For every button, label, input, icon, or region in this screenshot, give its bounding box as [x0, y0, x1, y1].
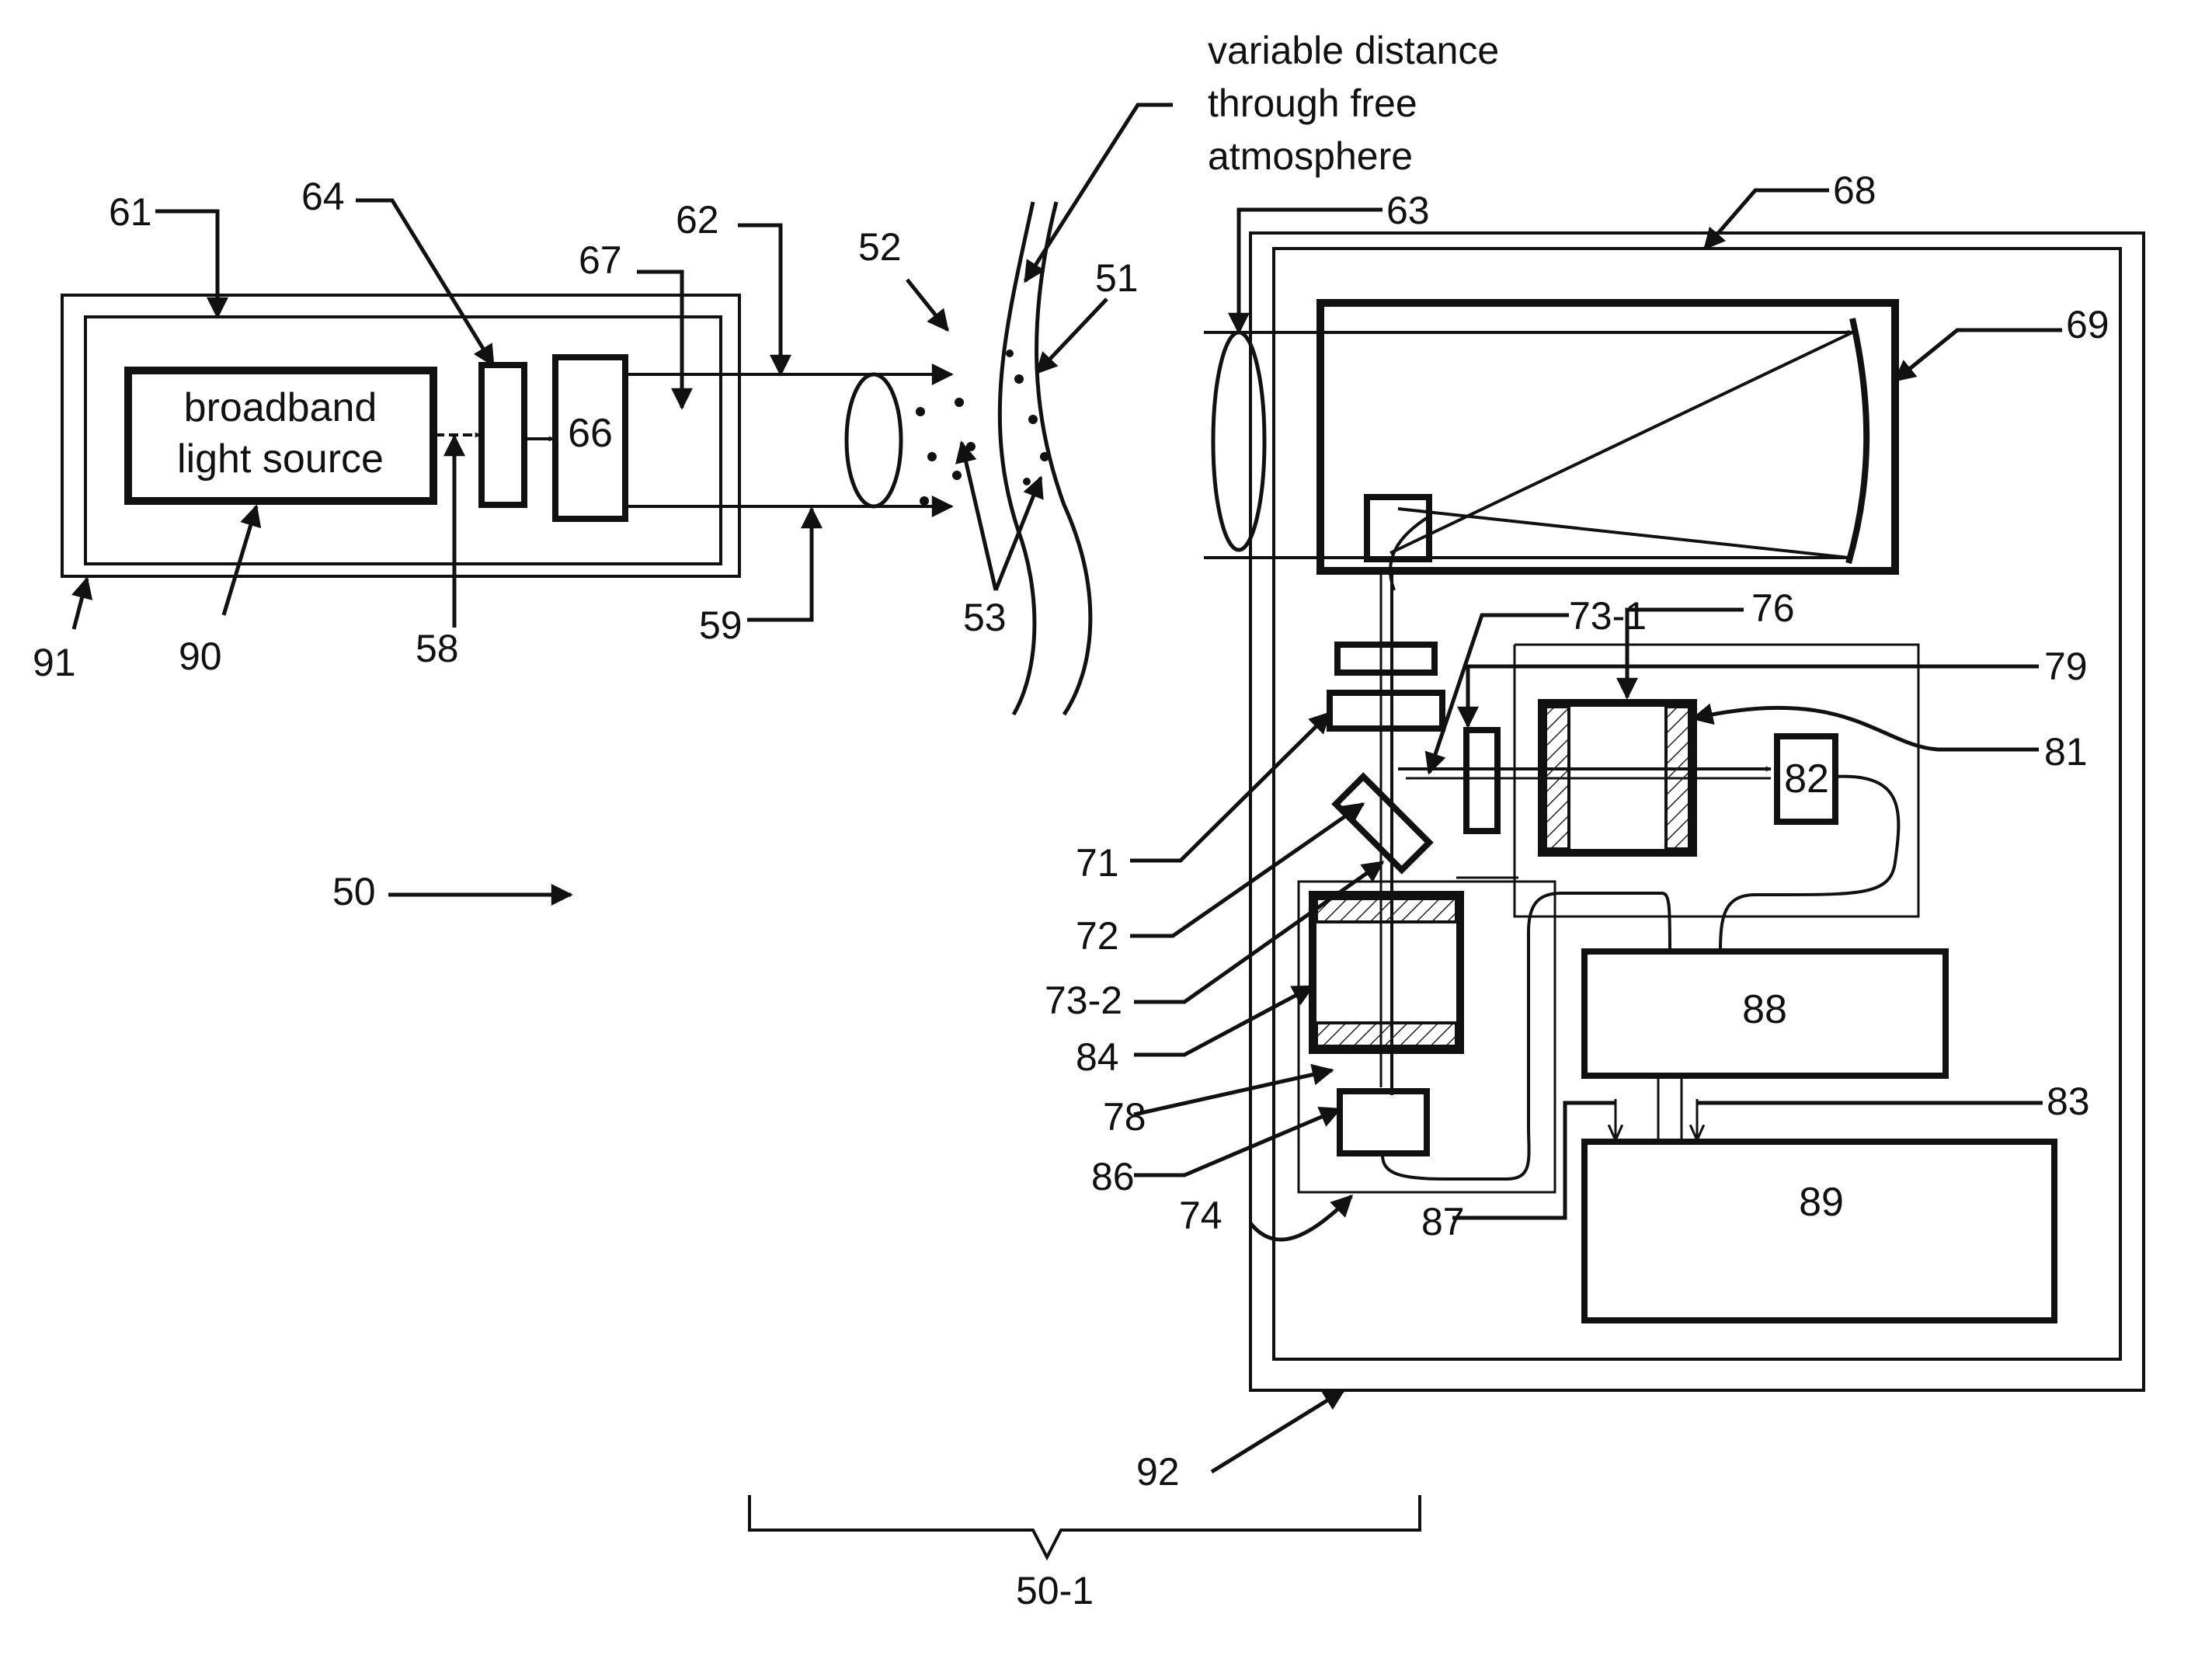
label-91: 91 — [33, 641, 76, 684]
label-88: 88 — [1742, 987, 1787, 1032]
label-61: 61 — [109, 190, 152, 234]
leader-68 — [1705, 190, 1829, 249]
label-84: 84 — [1076, 1035, 1119, 1079]
atmosphere-label-line1: variable distance — [1208, 29, 1499, 72]
label-66: 66 — [568, 411, 613, 456]
element-64 — [482, 365, 524, 505]
transmit-lens — [847, 374, 901, 506]
label-71: 71 — [1076, 841, 1119, 885]
leader-53a — [962, 443, 996, 590]
label-63: 63 — [1386, 189, 1430, 232]
leader-69 — [1895, 330, 2062, 381]
label-76: 76 — [1751, 586, 1795, 630]
light-source-label-line1: broadband — [184, 385, 377, 430]
label-74: 74 — [1179, 1194, 1223, 1237]
label-50-1: 50-1 — [1016, 1569, 1094, 1612]
etalon-84 — [1313, 895, 1460, 1050]
label-73-2: 73-2 — [1045, 979, 1122, 1022]
label-86: 86 — [1091, 1155, 1135, 1198]
label-78: 78 — [1103, 1095, 1146, 1139]
label-50: 50 — [332, 870, 376, 913]
transmitter-enclosure-91 — [62, 295, 739, 576]
label-51: 51 — [1095, 256, 1139, 300]
label-81: 81 — [2044, 730, 2088, 774]
label-72: 72 — [1076, 914, 1119, 958]
leader-92 — [1212, 1390, 1344, 1472]
beamsplitter-72 — [1336, 777, 1429, 870]
label-87: 87 — [1421, 1200, 1465, 1243]
ray-reflect-top — [1390, 332, 1852, 553]
atmosphere-label-line2: through free — [1208, 82, 1417, 125]
label-92: 92 — [1136, 1450, 1180, 1494]
leader-lines — [74, 105, 2062, 1472]
leader-atmosphere — [1025, 105, 1173, 281]
primary-mirror — [1849, 318, 1866, 563]
ray-reflect-bottom — [1398, 509, 1849, 558]
leader-67 — [637, 272, 682, 408]
leader-73-2 — [1134, 862, 1382, 1002]
label-64: 64 — [301, 175, 345, 218]
leader-91 — [74, 579, 87, 629]
label-68: 68 — [1833, 169, 1876, 212]
label-89: 89 — [1799, 1180, 1844, 1225]
brace-50-1 — [750, 1495, 1420, 1557]
light-source-label-line2: light source — [177, 436, 384, 482]
leader-90 — [224, 506, 256, 615]
label-58: 58 — [416, 627, 459, 670]
leader-81 — [1693, 708, 2039, 750]
label-67: 67 — [579, 238, 622, 282]
element-66-box: 66 — [555, 357, 625, 519]
processor-88: 88 — [1584, 951, 1946, 1076]
computer-89: 89 — [1584, 1142, 2054, 1320]
leader-61 — [155, 211, 217, 317]
filter-upper — [1337, 645, 1435, 673]
leader-87 — [1452, 1103, 1616, 1218]
detector-82: 82 — [1777, 736, 1835, 822]
label-73-1: 73-1 — [1569, 594, 1647, 638]
label-82: 82 — [1784, 756, 1829, 802]
leader-51 — [1037, 299, 1107, 373]
cable-82-to-88 — [1720, 777, 1898, 951]
leader-86 — [1134, 1109, 1340, 1175]
leader-71 — [1130, 713, 1330, 861]
leader-84 — [1134, 986, 1313, 1055]
detector-86 — [1340, 1091, 1427, 1153]
element-73-1 — [1466, 730, 1497, 831]
leader-52 — [907, 280, 948, 330]
label-79: 79 — [2044, 645, 2088, 688]
receive-lens-63 — [1213, 332, 1264, 550]
subsystem-76-enclosure — [1515, 645, 1918, 916]
label-59: 59 — [699, 603, 743, 647]
broadband-light-source-box: broadband light source — [128, 370, 433, 501]
label-90: 90 — [179, 635, 222, 678]
leader-63 — [1239, 210, 1382, 332]
label-69: 69 — [2066, 303, 2109, 346]
leader-53b — [996, 478, 1041, 590]
leader-74 — [1250, 1196, 1351, 1240]
label-83: 83 — [2047, 1080, 2090, 1123]
label-52: 52 — [858, 225, 902, 269]
label-53: 53 — [963, 596, 1007, 639]
ray-turn — [1390, 516, 1429, 590]
label-62: 62 — [676, 198, 719, 242]
leader-62 — [738, 225, 781, 374]
leader-78 — [1134, 1070, 1332, 1115]
leader-64 — [356, 200, 493, 365]
atmosphere-label-line3: atmosphere — [1208, 134, 1413, 178]
leader-59 — [747, 509, 812, 620]
filter-71 — [1330, 693, 1442, 729]
